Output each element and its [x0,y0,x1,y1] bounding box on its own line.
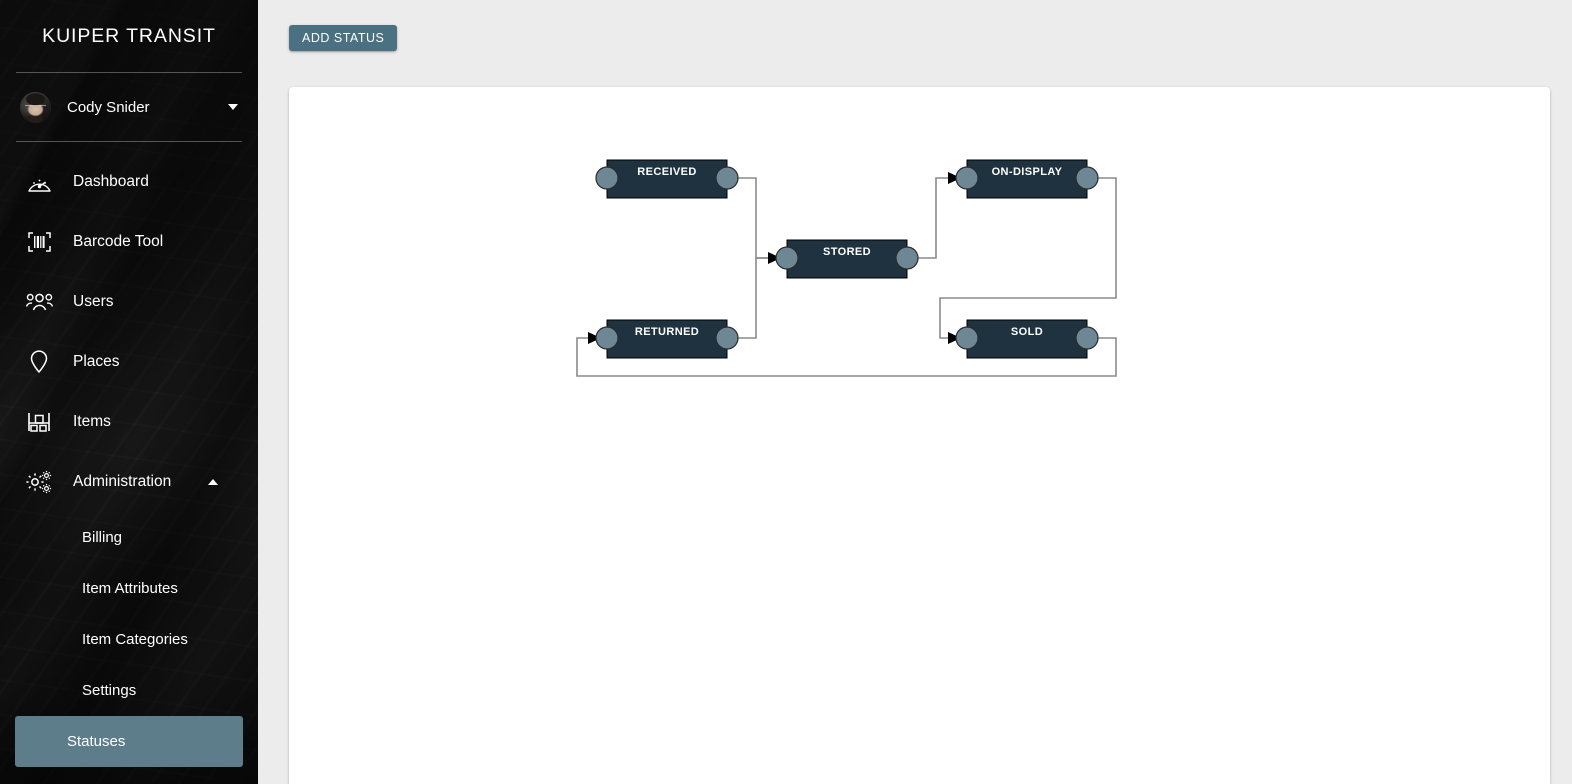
gauge-icon [22,167,56,197]
node-handle-right[interactable] [715,166,739,190]
sidebar-subitem-statuses[interactable]: Statuses [15,716,243,767]
node-handle-left[interactable] [775,246,799,270]
edge-ondisplay-sold[interactable] [939,177,1117,339]
add-status-button[interactable]: ADD STATUS [289,25,398,51]
node-handle-left[interactable] [595,166,619,190]
node-handle-left[interactable] [595,326,619,350]
node-label: RECEIVED [637,166,696,178]
sidebar-item-label: Places [73,353,120,370]
sidebar-item-label: Users [73,293,114,310]
sidebar-item-places[interactable]: Places [0,332,258,392]
sidebar-subitem-label: Item Attributes [82,580,178,597]
users-group-icon [22,287,56,317]
shelf-icon [22,407,56,437]
flow-node-returned[interactable]: RETURNED [595,319,739,359]
flow-node-stored[interactable]: STORED [775,239,919,279]
node-label: STORED [823,246,871,258]
sidebar-subitem-item-attributes[interactable]: Item Attributes [15,563,243,614]
sidebar-item-label: Items [73,413,111,430]
arrow-into-ondisplay [948,172,961,184]
sidebar: KUIPER TRANSIT Cody Snider [0,0,258,784]
brand-title: KUIPER TRANSIT [42,24,216,47]
sidebar-subitem-label: Settings [82,682,137,699]
edge-returned-stored[interactable] [730,258,757,339]
edge-sold-returned[interactable] [576,337,1117,377]
sidebar-item-items[interactable]: Items [0,392,258,452]
flow-node-sold[interactable]: SOLD [955,319,1099,359]
sidebar-item-barcode-tool[interactable]: Barcode Tool [0,212,258,272]
main-content: ADD STATUS [258,0,1572,784]
sidebar-subitem-label: Billing [82,529,123,546]
edge-stored-ondisplay[interactable] [910,177,948,259]
edge-received-stored[interactable] [730,177,786,259]
sidebar-subitem-label: Item Categories [82,631,188,648]
sidebar-background-image [0,0,258,784]
sidebar-item-users[interactable]: Users [0,272,258,332]
flow-edges [576,172,1117,377]
chevron-up-icon[interactable] [208,479,218,485]
node-handle-right[interactable] [1075,166,1099,190]
flow-node-received[interactable]: RECEIVED [595,159,739,199]
arrow-into-returned [588,332,601,344]
arrow-into-sold [948,332,961,344]
node-handle-right[interactable] [715,326,739,350]
node-label: SOLD [1011,326,1043,338]
sidebar-item-dashboard[interactable]: Dashboard [0,152,258,212]
flow-node-on-display[interactable]: ON-DISPLAY [955,159,1099,199]
node-box[interactable] [966,159,1088,199]
node-box[interactable] [966,319,1088,359]
chevron-down-icon[interactable] [228,104,238,110]
node-handle-left[interactable] [955,326,979,350]
status-flow-diagram[interactable]: RECEIVED STORED ON-DISPLAY [289,87,1550,784]
sidebar-item-label: Dashboard [73,173,149,190]
sidebar-subitem-label: Statuses [67,733,126,750]
gears-icon [22,467,56,497]
node-handle-right[interactable] [1075,326,1099,350]
node-handle-left[interactable] [955,166,979,190]
arrow-into-stored [768,252,781,264]
sidebar-subitem-billing[interactable]: Billing [15,512,243,563]
avatar [20,91,51,123]
node-handle-right[interactable] [895,246,919,270]
node-box[interactable] [786,239,908,279]
sidebar-item-administration[interactable]: Administration [0,452,258,512]
divider-top [16,72,242,73]
sidebar-subitem-settings[interactable]: Settings [15,665,243,716]
user-menu[interactable]: Cody Snider [0,73,258,141]
map-pin-icon [22,347,56,377]
sidebar-nav: Dashboard [0,142,258,767]
node-label: ON-DISPLAY [992,166,1063,178]
sidebar-item-label: Administration [73,473,172,490]
user-name: Cody Snider [67,98,150,116]
node-label: RETURNED [635,326,699,338]
status-flow-canvas[interactable]: RECEIVED STORED ON-DISPLAY [289,87,1550,784]
node-box[interactable] [606,319,728,359]
sidebar-subitem-item-categories[interactable]: Item Categories [15,614,243,665]
barcode-icon [22,227,56,257]
divider-user [16,141,242,142]
sidebar-item-label: Barcode Tool [73,233,164,250]
